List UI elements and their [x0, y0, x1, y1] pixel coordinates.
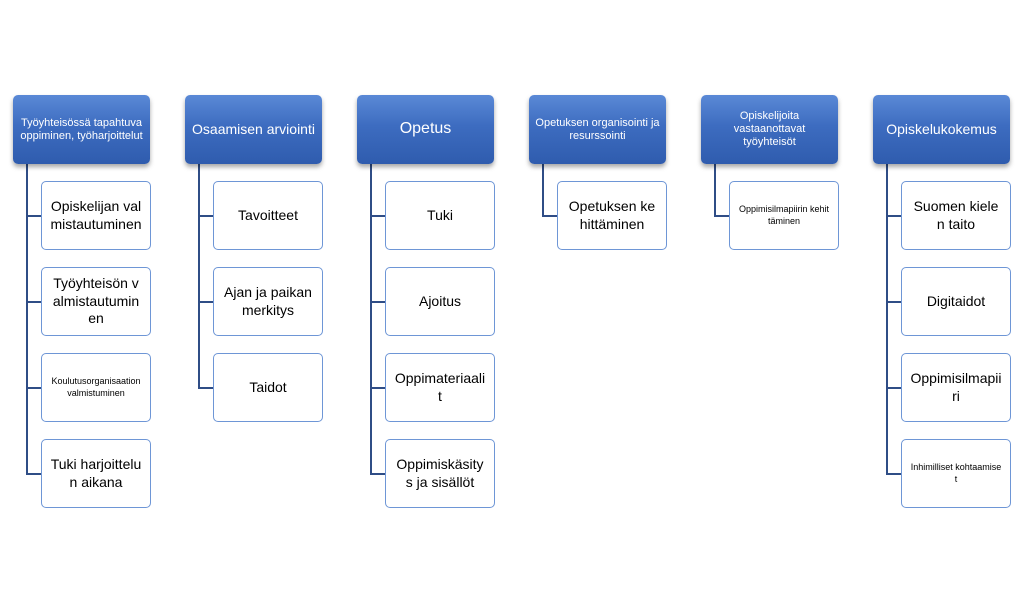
- child-node: Oppimateriaalit: [385, 353, 495, 422]
- child-node: Taidot: [213, 353, 323, 422]
- connector-line: [714, 162, 716, 217]
- connector-tick: [886, 300, 901, 303]
- connector-tick: [886, 214, 901, 217]
- connector-tick: [886, 386, 901, 389]
- connector-line: [542, 162, 544, 217]
- child-node: Tuki: [385, 181, 495, 250]
- child-node: Digitaidot: [901, 267, 1011, 336]
- child-node: Tavoitteet: [213, 181, 323, 250]
- connector-tick: [370, 214, 385, 217]
- connector-line: [198, 162, 200, 389]
- child-node: Oppimiskäsitys ja sisällöt: [385, 439, 495, 508]
- connector-tick: [714, 214, 729, 217]
- connector-tick: [26, 472, 41, 475]
- column-header: Osaamisen arviointi: [185, 95, 322, 164]
- connector-tick: [198, 386, 213, 389]
- child-node: Inhimilliset kohtaamiset: [901, 439, 1011, 508]
- connector-line: [886, 162, 888, 475]
- connector-tick: [886, 472, 901, 475]
- child-node: Oppimisilmapiirin kehittäminen: [729, 181, 839, 250]
- connector-tick: [370, 300, 385, 303]
- child-node: Suomen kielen taito: [901, 181, 1011, 250]
- connector-tick: [26, 386, 41, 389]
- connector-line: [370, 162, 372, 475]
- connector-tick: [370, 386, 385, 389]
- column-header: Opiskelijoita vastaanottavat työyhteisöt: [701, 95, 838, 164]
- child-node: Koulutusorganisaation valmistuminen: [41, 353, 151, 422]
- column-header: Opetuksen organisointi ja resurssointi: [529, 95, 666, 164]
- child-node: Opetuksen kehittäminen: [557, 181, 667, 250]
- column-header: Työyhteisössä tapahtuva oppiminen, työha…: [13, 95, 150, 164]
- child-node: Opiskelijan valmistautuminen: [41, 181, 151, 250]
- column-header: Opiskelukokemus: [873, 95, 1010, 164]
- child-node: Tuki harjoittelun aikana: [41, 439, 151, 508]
- connector-tick: [542, 214, 557, 217]
- connector-tick: [198, 214, 213, 217]
- child-node: Ajoitus: [385, 267, 495, 336]
- connector-tick: [198, 300, 213, 303]
- child-node: Ajan ja paikan merkitys: [213, 267, 323, 336]
- child-node: Oppimisilmapiiri: [901, 353, 1011, 422]
- connector-line: [26, 162, 28, 475]
- child-node: Työyhteisön valmistautuminen: [41, 267, 151, 336]
- connector-tick: [370, 472, 385, 475]
- connector-tick: [26, 214, 41, 217]
- connector-tick: [26, 300, 41, 303]
- column-header: Opetus: [357, 95, 494, 164]
